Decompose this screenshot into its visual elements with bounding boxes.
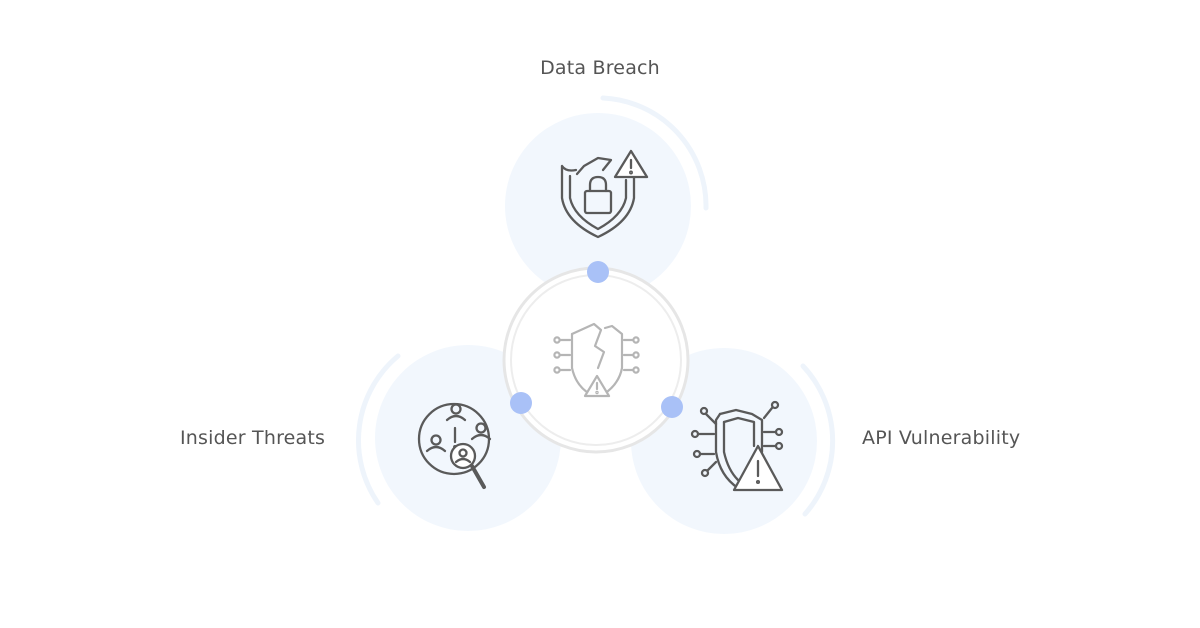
node-label-data-breach: Data Breach xyxy=(540,57,660,79)
node-label-insider-threats: Insider Threats xyxy=(180,427,326,449)
people-magnifier-warning-icon xyxy=(417,402,492,489)
center-ring xyxy=(502,266,690,454)
node-top-arc xyxy=(600,95,709,211)
node-label-api-vulnerability: API Vulnerability xyxy=(862,427,1021,449)
circuit-shield-warning-icon xyxy=(690,400,784,492)
node-right-arc xyxy=(800,363,836,517)
connector-dot-right xyxy=(661,396,683,418)
node-left-arc xyxy=(356,353,401,506)
connector-dot-left xyxy=(510,392,532,414)
connector-dot-top xyxy=(587,261,609,283)
cracked-shield-circuit-icon xyxy=(553,322,640,398)
broken-shield-lock-warning-icon xyxy=(560,149,649,239)
